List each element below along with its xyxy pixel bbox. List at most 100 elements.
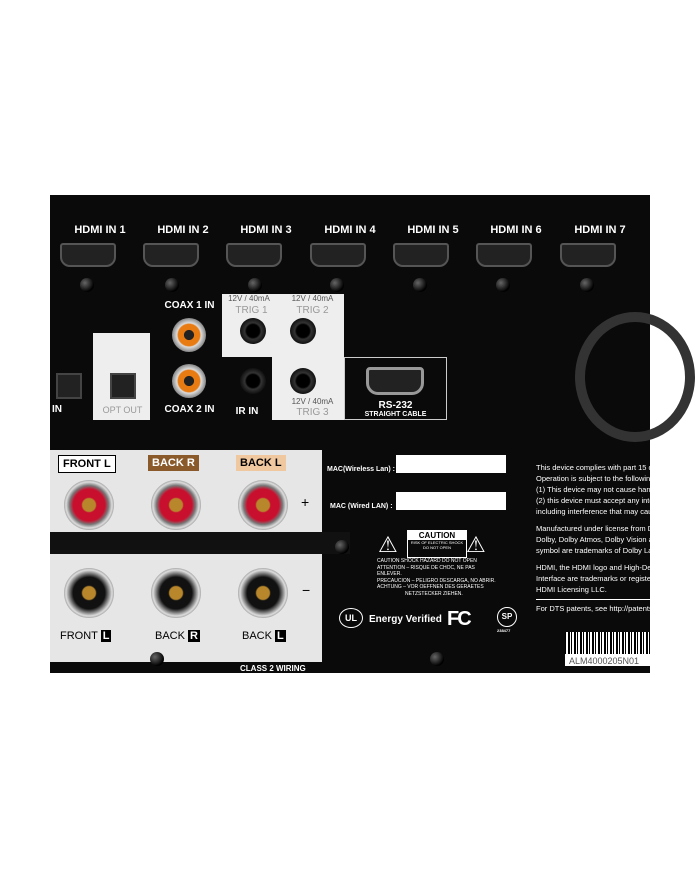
front-channel: L (100, 630, 112, 642)
caution-text: CAUTION SHOCK HAZARD DO NOT OPEN ATTENTI… (377, 558, 497, 597)
hdmi-in-4-label: HDMI IN 4 (324, 224, 376, 236)
screw (80, 278, 94, 292)
back-l-bottom-label: BACK L (242, 630, 286, 642)
back-r-label: BACK R (148, 455, 199, 471)
mac-wireless-sticker (396, 455, 506, 473)
screw (335, 540, 349, 554)
hdmi-port (560, 243, 616, 267)
screw (580, 278, 594, 292)
fcc-logo: FC (447, 608, 472, 630)
caution-line: ACHTUNG – VOR OEFFNEN DES GERAETES (377, 584, 484, 590)
back-r-plus-terminal (151, 480, 201, 530)
rs232-label: RS-232 (378, 400, 413, 411)
trig3-spec: 12V / 40mA (291, 397, 334, 406)
rs232-block (344, 357, 447, 420)
bracket-bar (50, 532, 350, 554)
caution-title: CAUTION (408, 531, 466, 540)
trig2-label: TRIG 2 (296, 305, 329, 316)
trig1-spec: 12V / 40mA (228, 294, 270, 303)
plus-sign: + (301, 494, 310, 510)
dolby-line: Dolby, Dolby Atmos, Dolby Vision a (536, 535, 650, 544)
hdmi-in-6-label: HDMI IN 6 (490, 224, 542, 236)
hdmi-port (393, 243, 449, 267)
back-l-channel: L (275, 630, 286, 642)
screw (496, 278, 510, 292)
caution-line: ATTENTION – RISQUE DE CHOC, NE PAS ENLEV… (377, 564, 475, 578)
trig3-jack (290, 368, 316, 394)
coax1-label: COAX 1 IN (164, 300, 215, 311)
screw (413, 278, 427, 292)
caution-line: PRECAUCION – PELIGRO DESCARGA, NO ABRIR. (377, 577, 496, 584)
energy-verified-label: Energy Verified (369, 614, 442, 625)
coax1-jack (172, 318, 206, 352)
hdmi-in-1-label: HDMI IN 1 (74, 224, 126, 236)
hdmi-line: Interface are trademarks or registere (536, 574, 650, 583)
hdmi-in-7-label: HDMI IN 7 (574, 224, 626, 236)
hdmi-in-2-label: HDMI IN 2 (157, 224, 209, 236)
screw (330, 278, 344, 292)
front-bottom-label: FRONT L (60, 630, 112, 642)
caution-box: CAUTION RISK OF ELECTRIC SHOCK DO NOT OP… (407, 530, 467, 558)
hdmi-line: HDMI, the HDMI logo and High-Defi (536, 563, 650, 572)
screw (248, 278, 262, 292)
coax2-label: COAX 2 IN (164, 404, 215, 415)
csa-logo: SP (497, 607, 517, 627)
back-l-label: BACK L (236, 455, 286, 471)
trig3-label: TRIG 3 (296, 407, 329, 418)
coax2-jack (172, 364, 206, 398)
hdmi-in-3-label: HDMI IN 3 (240, 224, 292, 236)
fcc-line: (1) This device may not cause harmf (536, 485, 650, 494)
ul-logo: UL (339, 608, 363, 628)
hdmi-line: HDMI Licensing LLC. (536, 585, 607, 594)
rs232-sublabel: STRAIGHT CABLE (364, 411, 427, 418)
trig2-jack (290, 318, 316, 344)
optical-in-port (56, 373, 82, 399)
back-text: BACK (155, 630, 185, 642)
hdmi-port (143, 243, 199, 267)
fan-grille (575, 312, 695, 442)
dolby-line: Manufactured under license from D (536, 524, 650, 533)
caution-sub: RISK OF ELECTRIC SHOCK DO NOT OPEN (410, 540, 464, 550)
mac-wired-sticker (396, 492, 506, 510)
fcc-line: This device complies with part 15 of t (536, 463, 650, 472)
class2-wiring-label: CLASS 2 WIRING (240, 664, 306, 673)
hdmi-port (60, 243, 116, 267)
optical-out-port (110, 373, 136, 399)
opt-out-label: OPT OUT (102, 405, 143, 415)
front-l-minus-terminal (64, 568, 114, 618)
screw (165, 278, 179, 292)
fcc-line: including interference that may cause (536, 507, 650, 516)
trig1-jack (240, 318, 266, 344)
front-text: FRONT (60, 630, 98, 642)
mac-wired-label: MAC (Wired LAN) : (330, 503, 393, 510)
hdmi-in-5-label: HDMI IN 5 (407, 224, 459, 236)
front-l-plus-terminal (64, 480, 114, 530)
screw (430, 652, 444, 666)
mac-wireless-label: MAC(Wireless Lan) : (327, 466, 396, 473)
back-r-minus-terminal (151, 568, 201, 618)
back-r-channel: R (188, 630, 200, 642)
rs232-port (366, 367, 424, 395)
csa-number: 238477 (497, 628, 511, 633)
back-r-bottom-label: BACK R (155, 630, 200, 642)
lightning-warning-icon: ⚠ (378, 532, 398, 557)
fcc-line: (2) this device must accept any interf (536, 496, 650, 505)
caution-line: NETZSTECKER ZIEHEN. (405, 590, 463, 597)
barcode-sticker: ALM4000205N01 (565, 632, 650, 666)
ir-in-jack (240, 368, 266, 394)
serial-number: ALM4000205N01 (569, 656, 640, 666)
front-l-label: FRONT L (58, 455, 116, 473)
legal-text: This device complies with part 15 of t O… (536, 462, 650, 614)
back-l-plus-terminal (238, 480, 288, 530)
minus-sign: − (302, 582, 311, 598)
exclamation-warning-icon: ⚠ (466, 532, 486, 557)
trig2-spec: 12V / 40mA (291, 294, 334, 303)
dolby-line: symbol are trademarks of Dolby La (536, 546, 650, 555)
caution-line: CAUTION SHOCK HAZARD DO NOT OPEN (377, 558, 477, 564)
back-text: BACK (242, 630, 272, 642)
hdmi-port (476, 243, 532, 267)
hdmi-port (226, 243, 282, 267)
ir-in-label: IR IN (235, 406, 259, 417)
opt-in-label: IN (52, 404, 62, 415)
